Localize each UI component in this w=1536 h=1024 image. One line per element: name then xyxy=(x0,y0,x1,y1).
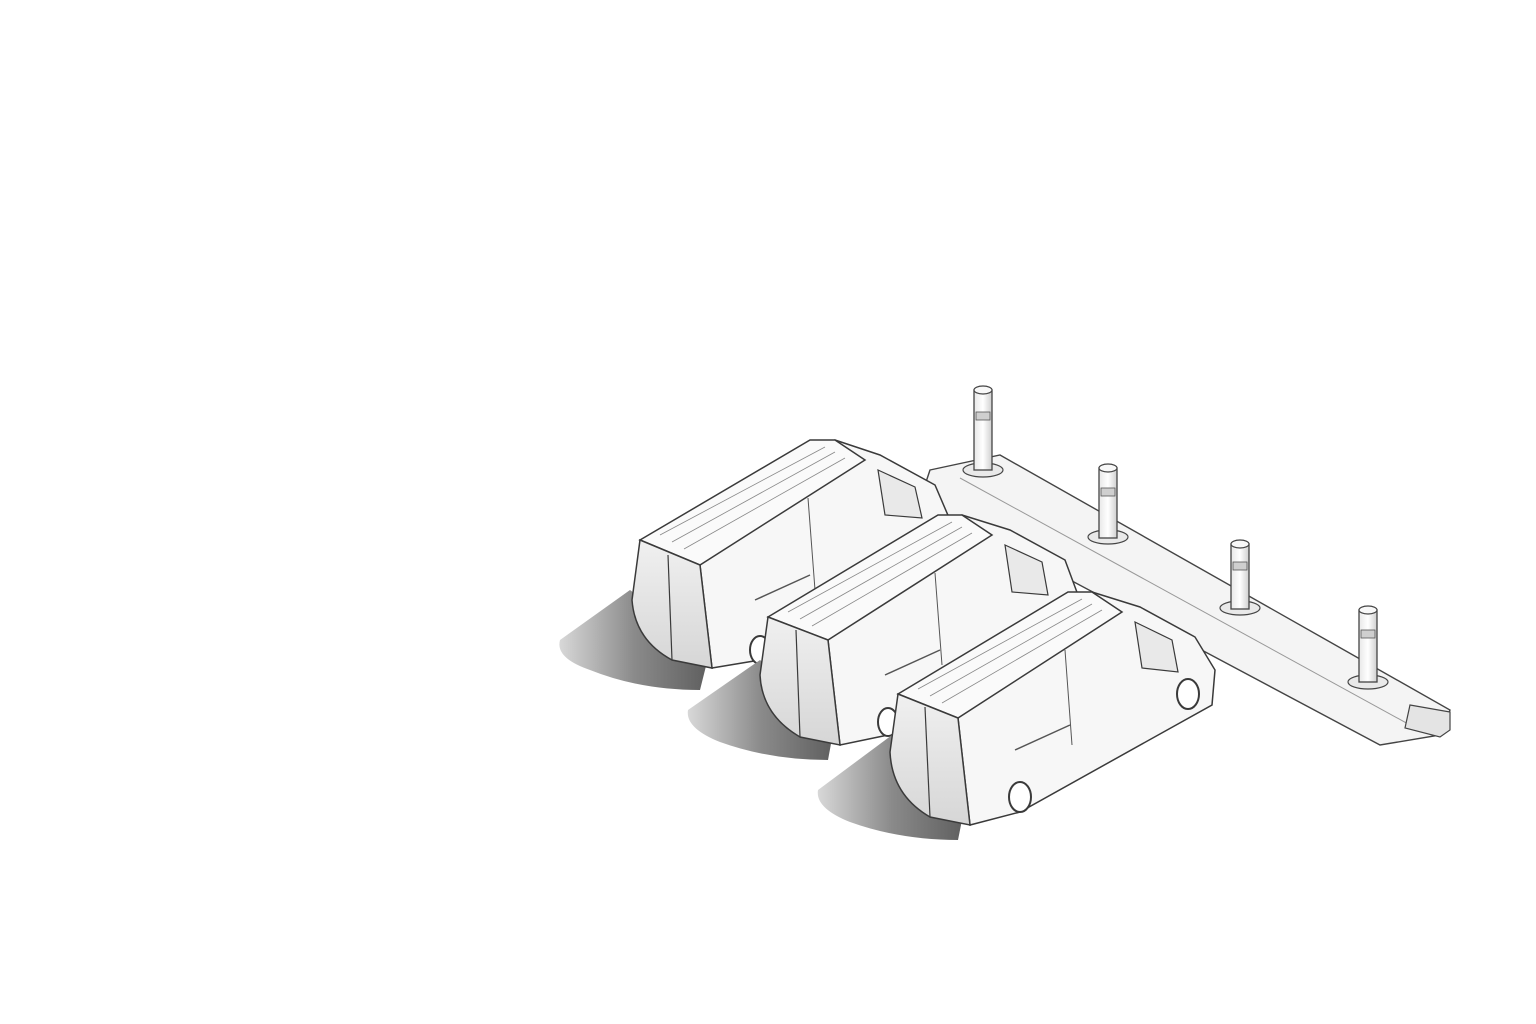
van-2 xyxy=(687,514,1079,760)
van-3 xyxy=(817,591,1216,840)
van-1-shadow xyxy=(559,590,710,690)
charging-post-2 xyxy=(1087,463,1129,545)
charging-post-4 xyxy=(1347,605,1389,690)
charging-curb xyxy=(919,454,1451,746)
charging-post-3 xyxy=(1219,539,1261,616)
van-1 xyxy=(559,439,951,690)
charging-post-1 xyxy=(962,385,1004,478)
